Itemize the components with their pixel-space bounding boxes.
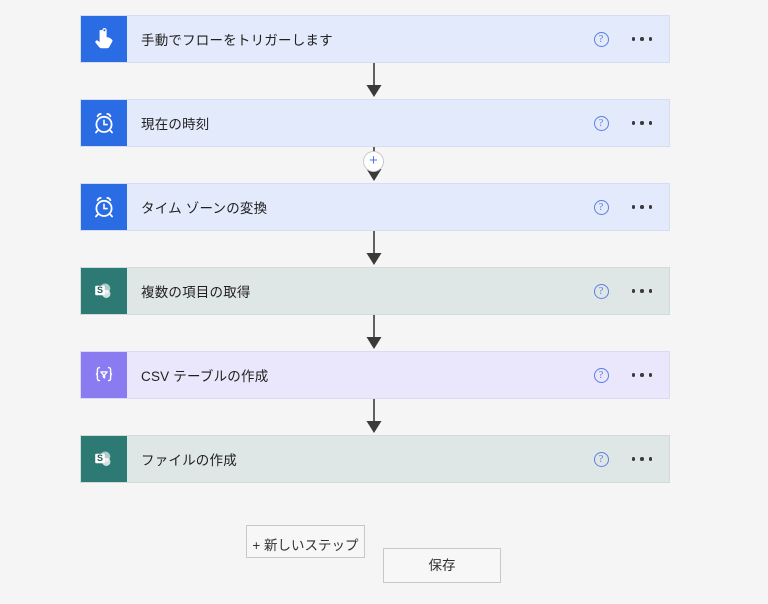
tap-hand-icon: [81, 16, 127, 62]
connector-arrow: [0, 147, 768, 183]
alarm-clock-icon: [81, 100, 127, 146]
new-step-button[interactable]: + 新しいステップ: [246, 525, 365, 558]
flow-card-convert-timezone[interactable]: タイム ゾーンの変換 ?: [80, 183, 670, 231]
connector-arrow: [0, 231, 768, 267]
help-icon[interactable]: ?: [593, 115, 609, 131]
svg-text:S: S: [97, 285, 103, 295]
card-actions: ?: [593, 268, 670, 314]
flow-card-current-time[interactable]: 現在の時刻 ?: [80, 99, 670, 147]
flow-card-title: 現在の時刻: [141, 117, 210, 132]
flow-card-get-items[interactable]: S 複数の項目の取得 ?: [80, 267, 670, 315]
insert-step-button[interactable]: +: [363, 151, 384, 172]
overflow-menu-icon[interactable]: [631, 117, 654, 129]
flow-card-create-file[interactable]: S ファイルの作成 ?: [80, 435, 670, 483]
overflow-menu-icon[interactable]: [631, 201, 654, 213]
sharepoint-icon: S: [81, 268, 127, 314]
overflow-menu-icon[interactable]: [631, 453, 654, 465]
card-actions: ?: [593, 16, 670, 62]
overflow-menu-icon[interactable]: [631, 285, 654, 297]
flow-card-title: タイム ゾーンの変換: [141, 201, 268, 216]
alarm-clock-icon: [81, 184, 127, 230]
data-operation-icon: [81, 352, 127, 398]
flow-card-title: CSV テーブルの作成: [141, 369, 269, 384]
card-actions: ?: [593, 436, 670, 482]
help-icon[interactable]: ?: [593, 451, 609, 467]
help-icon[interactable]: ?: [593, 283, 609, 299]
help-icon[interactable]: ?: [593, 31, 609, 47]
help-icon[interactable]: ?: [593, 367, 609, 383]
card-actions: ?: [593, 352, 670, 398]
connector-arrow: [0, 315, 768, 351]
save-button[interactable]: 保存: [383, 548, 501, 583]
overflow-menu-icon[interactable]: [631, 369, 654, 381]
flow-card-create-csv-table[interactable]: CSV テーブルの作成 ?: [80, 351, 670, 399]
flow-card-title: 手動でフローをトリガーします: [141, 33, 333, 48]
sharepoint-icon: S: [81, 436, 127, 482]
flow-card-trigger[interactable]: 手動でフローをトリガーします ?: [80, 15, 670, 63]
card-actions: ?: [593, 184, 670, 230]
help-icon[interactable]: ?: [593, 199, 609, 215]
connector-arrow: [0, 399, 768, 435]
flow-card-title: ファイルの作成: [141, 453, 237, 468]
connector-arrow: [0, 63, 768, 99]
svg-text:S: S: [97, 453, 103, 463]
flow-card-title: 複数の項目の取得: [141, 285, 251, 300]
card-actions: ?: [593, 100, 670, 146]
overflow-menu-icon[interactable]: [631, 33, 654, 45]
